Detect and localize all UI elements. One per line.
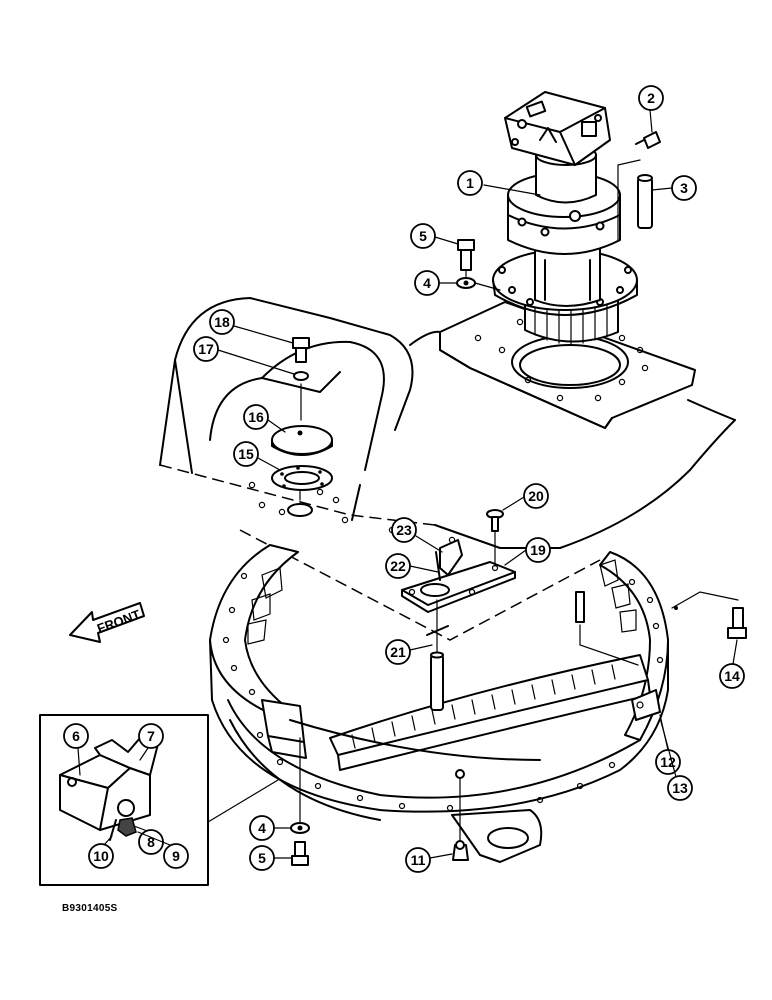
callout-21: 21 <box>385 639 433 665</box>
callout-15: 15 <box>233 441 281 471</box>
callout-9: 9 <box>137 831 189 869</box>
callout-11: 11 <box>405 847 453 873</box>
svg-text:15: 15 <box>238 446 254 462</box>
svg-text:4: 4 <box>258 820 266 836</box>
svg-text:16: 16 <box>248 409 264 425</box>
svg-text:8: 8 <box>147 834 155 850</box>
svg-text:19: 19 <box>530 542 546 558</box>
swing-motor-reducer <box>492 91 638 345</box>
swing-lock-assembly <box>401 509 516 711</box>
callout-3: 3 <box>651 175 697 201</box>
svg-text:17: 17 <box>198 341 214 357</box>
callout-2: 2 <box>638 85 664 111</box>
svg-text:14: 14 <box>724 668 740 684</box>
gear-rack <box>351 664 616 749</box>
svg-text:12: 12 <box>660 754 676 770</box>
callout-16: 16 <box>243 404 286 433</box>
svg-text:2: 2 <box>647 90 655 106</box>
callout-4-upper: 4 <box>414 270 458 296</box>
callout-7: 7 <box>138 723 164 761</box>
bolt-right <box>671 591 747 639</box>
dowel-pin-part <box>617 159 653 241</box>
svg-text:7: 7 <box>147 728 155 744</box>
callout-12: 12 <box>655 714 681 775</box>
svg-text:6: 6 <box>72 728 80 744</box>
callout-14: 14 <box>719 639 745 689</box>
callout-19: 19 <box>504 537 551 566</box>
svg-text:18: 18 <box>214 314 230 330</box>
callout-1: 1 <box>457 170 541 196</box>
fitting-part <box>635 109 661 149</box>
callout-13: 13 <box>659 717 693 801</box>
gear-teeth-right <box>599 559 637 633</box>
figure-code: B9301405S <box>62 903 118 914</box>
callout-4-lower: 4 <box>249 815 291 841</box>
gear-teeth-left <box>247 567 283 645</box>
frame-holes <box>248 481 456 544</box>
svg-text:13: 13 <box>672 780 688 796</box>
callout-18: 18 <box>209 309 294 344</box>
callout-10: 10 <box>88 835 114 869</box>
svg-text:22: 22 <box>390 558 406 574</box>
front-direction-arrow: FRONT <box>69 602 145 643</box>
svg-text:9: 9 <box>172 848 180 864</box>
grease-fitting-part <box>452 840 469 861</box>
svg-text:3: 3 <box>680 180 688 196</box>
callout-23: 23 <box>391 517 443 553</box>
callout-6: 6 <box>63 723 89 776</box>
svg-text:20: 20 <box>528 488 544 504</box>
bolt-lower <box>290 737 310 866</box>
mounting-plate <box>439 301 696 429</box>
cover-assembly <box>271 337 333 517</box>
svg-text:4: 4 <box>423 275 431 291</box>
callout-5-upper: 5 <box>410 223 459 249</box>
callout-5-lower: 5 <box>249 845 292 871</box>
svg-text:11: 11 <box>411 852 426 868</box>
svg-text:1: 1 <box>466 175 474 191</box>
svg-text:23: 23 <box>396 522 412 538</box>
svg-text:21: 21 <box>390 644 406 660</box>
callout-8: 8 <box>133 825 164 855</box>
svg-text:5: 5 <box>258 850 266 866</box>
callout-17: 17 <box>193 336 295 375</box>
callout-20: 20 <box>502 483 549 511</box>
svg-text:10: 10 <box>93 848 109 864</box>
swing-bearing <box>209 544 669 863</box>
callout-22: 22 <box>385 553 439 579</box>
svg-text:5: 5 <box>419 228 427 244</box>
